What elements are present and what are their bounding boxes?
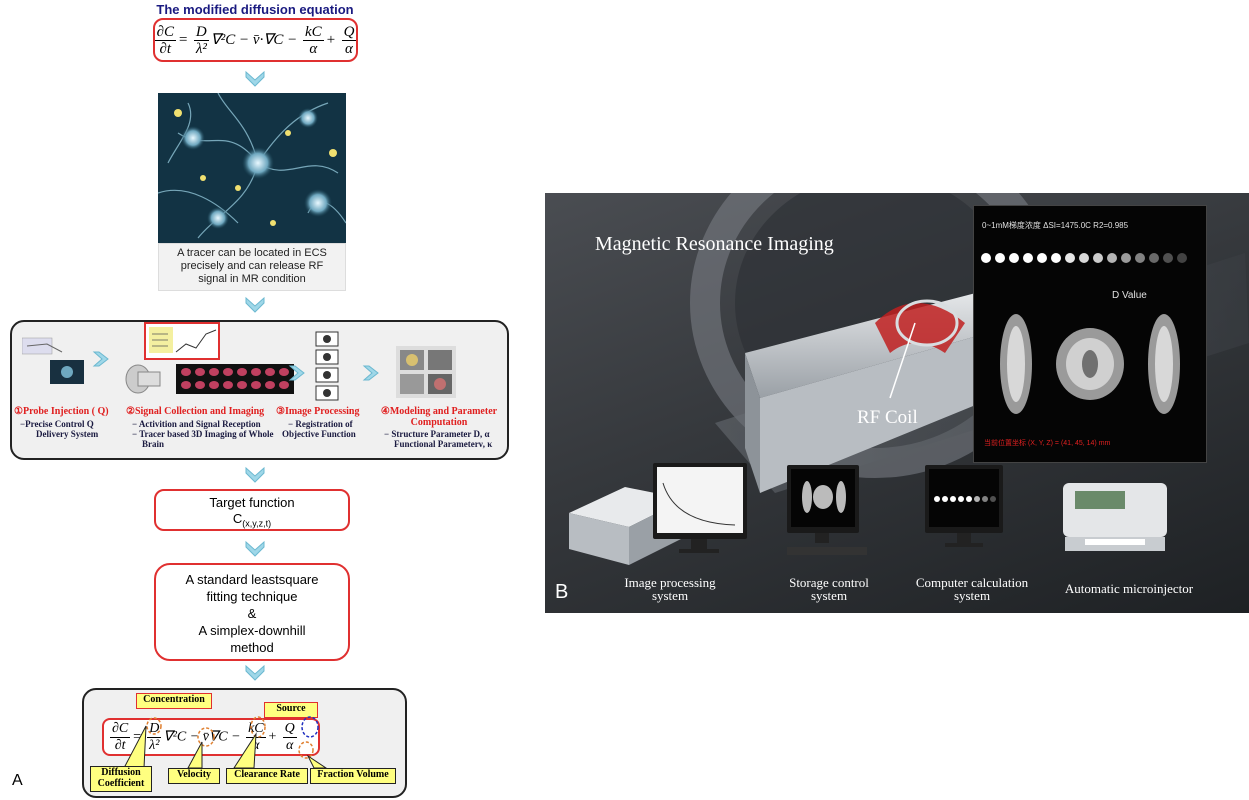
clearance-rate-label: Clearance Rate: [226, 768, 308, 784]
step-3-title: ③Image Processing: [276, 406, 360, 417]
fitting-method-box: A standard leastsquare fitting technique…: [154, 563, 350, 661]
step-1-body-1: −Precise Control Q: [20, 419, 94, 429]
mri-result-screen: 0~1mM梯度浓度 ΔSI=1475.0C R2=0.985 D Value 当…: [973, 205, 1207, 463]
d-value-label: D Value: [1112, 290, 1147, 301]
concentration-gradient-dots: [981, 253, 1187, 263]
velocity-label: Velocity: [168, 768, 220, 784]
step-3-body-1: − Registration of: [288, 419, 353, 429]
system-1-label: Image processing system: [624, 575, 716, 603]
diffusion-coefficient-label: Diffusion Coefficient: [90, 766, 152, 792]
step-2-title: ②Signal Collection and Imaging: [126, 406, 265, 417]
arrow-down-icon: [245, 296, 265, 313]
fitting-line-5: method: [230, 640, 274, 655]
panel-a-label: A: [12, 772, 23, 789]
panel-b: 0~1mM梯度浓度 ΔSI=1475.0C R2=0.985 D Value 当…: [545, 193, 1249, 613]
fraction-volume-label: Fraction Volume: [310, 768, 396, 784]
process-box: ①Probe Injection ( Q) −Precise Control Q…: [10, 320, 509, 460]
arrow-right-icon: [362, 365, 379, 381]
step-3-body-2: Objective Function: [282, 429, 356, 439]
fitting-line-2: fitting technique: [206, 589, 298, 604]
fitting-line-1: A standard leastsquare: [185, 572, 319, 587]
equipment-illustration: [569, 463, 1167, 565]
source-label: Source: [264, 702, 318, 718]
fitting-line-4: A simplex-downhill: [198, 623, 306, 638]
arrow-right-icon: [92, 351, 109, 367]
system-4-label: Automatic microinjector: [1064, 581, 1194, 596]
step-2-body-3: Brain: [142, 439, 165, 449]
concentration-label: Concentration: [136, 693, 212, 709]
step-1-body-2: Delivery System: [36, 429, 99, 439]
target-function-symbol: C(x,y,z,t): [232, 511, 272, 529]
screen-footer: 当前位置坐标 (X, Y, Z) = (41, 45, 14) mm: [984, 440, 1111, 447]
panel-b-label: B: [555, 581, 569, 603]
tracer-caption: A tracer can be located in ECS precisely…: [158, 243, 346, 291]
step-2-body-2: − Tracer based 3D Imaging of Whole: [132, 429, 274, 439]
step-4-body-2: Functional Parameterν, κ: [394, 439, 493, 449]
fitting-line-3: &: [247, 606, 257, 621]
arrow-down-icon: [245, 466, 265, 483]
neuron-image: [158, 93, 346, 243]
brain-scan-slices: [1000, 314, 1180, 414]
screen-header: 0~1mM梯度浓度 ΔSI=1475.0C R2=0.985: [982, 221, 1129, 230]
modeling-image: [396, 346, 456, 398]
signal-collection-image: [124, 362, 294, 396]
highlight-chart-box: [144, 322, 220, 360]
neuron-illustration: [158, 93, 346, 243]
image-processing-image: [314, 330, 350, 402]
mri-title: Magnetic Resonance Imaging: [595, 233, 834, 255]
step-4-body-1: − Structure Parameter D, α: [384, 429, 490, 439]
annotation-ovals: [123, 716, 328, 769]
system-2-label: Storage control system: [789, 575, 869, 603]
target-function-label: Target function: [209, 495, 295, 510]
arrow-right-icon: [288, 365, 305, 381]
arrow-down-icon: [245, 540, 265, 557]
target-function-box: Target function C(x,y,z,t): [154, 489, 350, 531]
step-1-title: ①Probe Injection ( Q): [14, 406, 109, 417]
step-4-title: ④Modeling and Parameter Computation: [380, 406, 498, 428]
arrow-down-icon: [245, 70, 265, 87]
system-3-label: Computer calculation system: [915, 575, 1029, 603]
rf-coil-label: RF Coil: [857, 407, 918, 428]
probe-injection-image: [21, 336, 84, 384]
equation-title: The modified diffusion equation: [156, 2, 354, 17]
arrow-down-icon: [245, 664, 265, 681]
step-2-body-1: − Activition and Signal Reception: [132, 419, 261, 429]
